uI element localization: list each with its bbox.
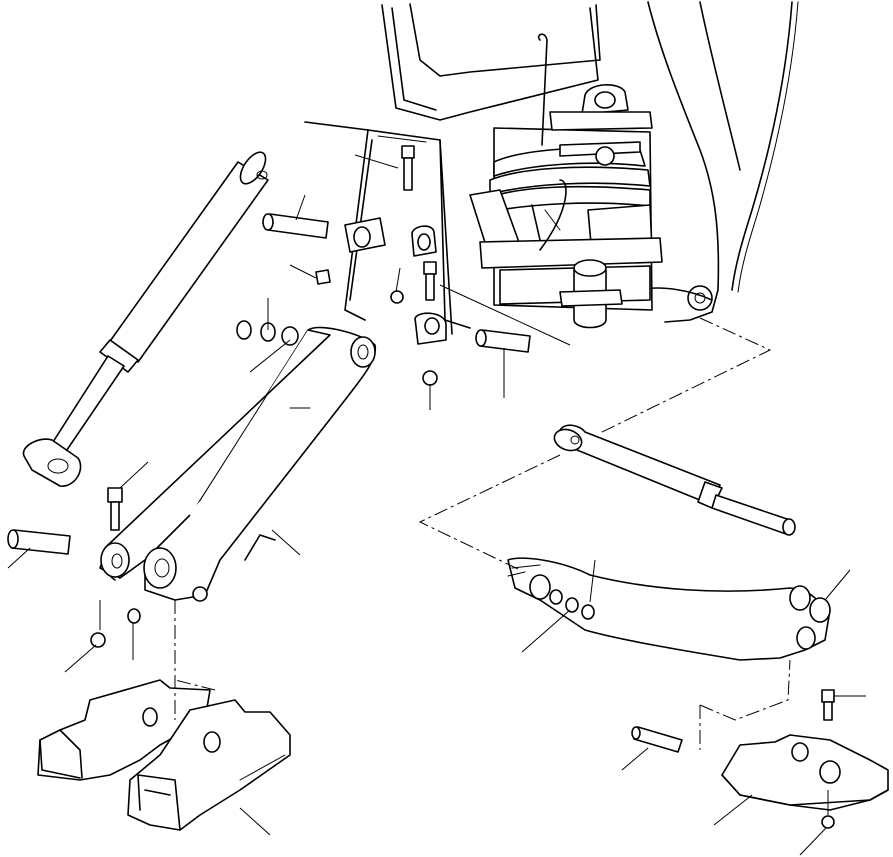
- bushing-set-right: [549, 589, 595, 620]
- leader-lines: [7, 154, 866, 856]
- leaf-spring-assembly: [469, 33, 663, 329]
- bolt-top: [401, 145, 415, 191]
- shoe-left-rear: [37, 679, 211, 781]
- left-arm: [99, 326, 377, 602]
- hydraulic-cylinder-right: [553, 424, 796, 536]
- pin-right-lower: [631, 726, 683, 753]
- pin-middle: [475, 329, 531, 353]
- bracket-center: [344, 217, 447, 345]
- hydraulic-cylinder-left: [22, 151, 269, 487]
- bolt-upper-mid: [423, 261, 437, 301]
- pin-upper: [262, 213, 329, 239]
- right-arm: [507, 557, 831, 661]
- bolt-right-shoe: [821, 689, 835, 721]
- bushing-set-left: [236, 320, 299, 346]
- alignment-centerlines: [174, 317, 791, 750]
- main-frame: [304, 1, 799, 335]
- shoe-left-front: [127, 699, 291, 831]
- nut-mid: [90, 290, 835, 829]
- shoe-right: [721, 734, 889, 811]
- nut-small-upper: [315, 269, 331, 285]
- pin-left: [7, 529, 71, 555]
- bolt-left-arm: [107, 487, 123, 531]
